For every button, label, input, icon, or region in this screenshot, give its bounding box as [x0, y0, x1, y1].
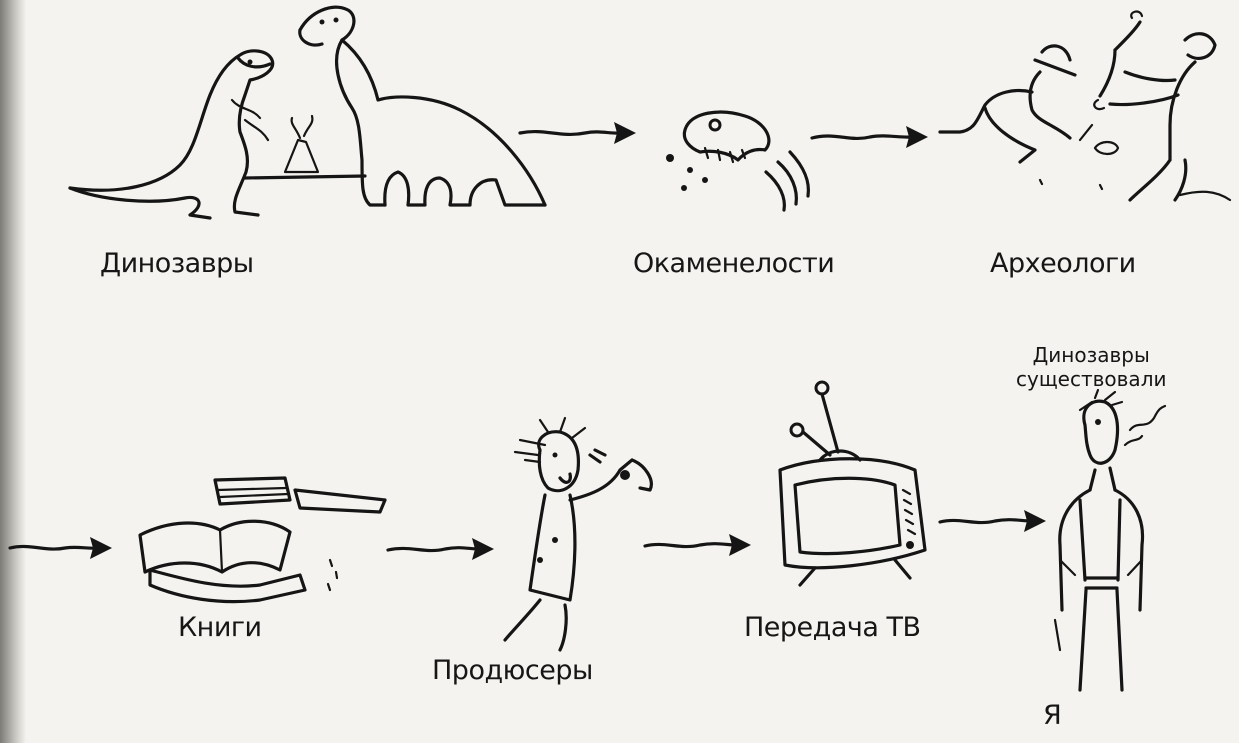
producer-drawing [503, 416, 653, 652]
arrow-into-books [8, 537, 112, 559]
label-books: Книги [178, 612, 262, 643]
label-archaeologists: Археологи [990, 248, 1136, 279]
page-edge-shadow [0, 0, 26, 743]
thought-bubble: Динозавры существовали [1016, 343, 1166, 391]
arrow-dinosaurs-to-fossils [518, 122, 636, 144]
archaeologists-drawing [938, 10, 1232, 202]
arrow-producers-to-tv [643, 534, 751, 556]
me-drawing [1053, 388, 1167, 692]
label-producers: Продюсеры [432, 655, 593, 686]
fossils-drawing [666, 110, 811, 212]
label-tv-show: Передача ТВ [744, 612, 921, 643]
tv-drawing [778, 380, 927, 587]
thought-line-1: Динозавры [1032, 343, 1150, 367]
books-drawing [138, 476, 387, 604]
label-dinosaurs: Динозавры [100, 248, 254, 279]
arrow-fossils-to-archaeologists [810, 126, 928, 148]
label-me: Я [1043, 700, 1062, 731]
label-fossils: Окаменелости [633, 248, 835, 279]
dinosaurs-drawing [68, 5, 547, 220]
arrow-books-to-producers [386, 538, 494, 560]
arrow-tv-to-me [938, 510, 1046, 532]
thought-line-2: существовали [1016, 367, 1167, 391]
